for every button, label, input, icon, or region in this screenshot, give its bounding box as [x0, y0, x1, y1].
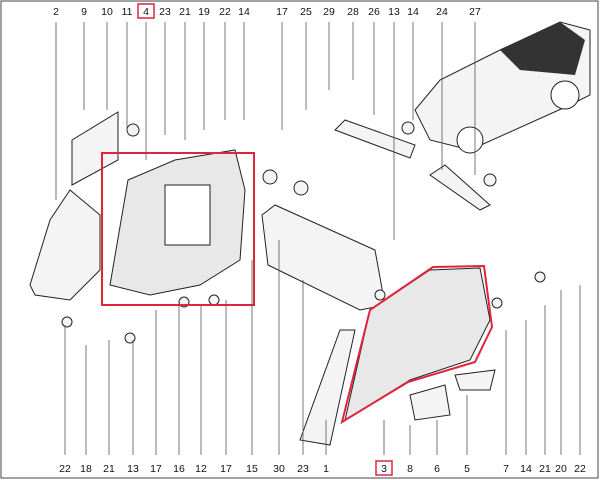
bottom-callout-label[interactable]: 12 — [195, 463, 207, 475]
bottom-callout-label[interactable]: 18 — [80, 463, 92, 475]
top-callout-label[interactable]: 13 — [388, 6, 400, 18]
bottom-callout-label[interactable]: 21 — [103, 463, 115, 475]
highlight-box-part-4 — [101, 152, 255, 306]
bottom-callout-label[interactable]: 8 — [407, 463, 413, 475]
top-callout-label[interactable]: 25 — [300, 6, 312, 18]
top-callout-label[interactable]: 23 — [159, 6, 171, 18]
top-callout-label[interactable]: 14 — [238, 6, 250, 18]
callout-highlight-box — [375, 460, 393, 476]
bottom-callout-label[interactable]: 30 — [273, 463, 285, 475]
top-callout-label[interactable]: 24 — [436, 6, 448, 18]
scuff-plate-26 — [334, 119, 416, 159]
bottom-callout-label[interactable]: 20 — [555, 463, 567, 475]
top-callout-label[interactable]: 22 — [219, 6, 231, 18]
bottom-callout-label[interactable]: 1 — [323, 463, 329, 475]
highlight-shape-part-3 — [340, 264, 494, 425]
storage-box-6 — [409, 369, 496, 421]
clips — [61, 121, 546, 344]
bottom-callout-label[interactable]: 15 — [246, 463, 258, 475]
bottom-callout-label[interactable]: 13 — [127, 463, 139, 475]
bottom-callout-label[interactable]: 22 — [574, 463, 586, 475]
top-callout-label[interactable]: 28 — [347, 6, 359, 18]
top-callout-label[interactable]: 10 — [101, 6, 113, 18]
vehicle-sketch — [414, 21, 591, 154]
top-callout-label[interactable]: 14 — [407, 6, 419, 18]
bottom-callout-label[interactable]: 7 — [503, 463, 509, 475]
bottom-callout-label[interactable]: 17 — [220, 463, 232, 475]
bottom-callout-label[interactable]: 17 — [150, 463, 162, 475]
bottom-callout-label[interactable]: 21 — [539, 463, 551, 475]
bottom-callout-label[interactable]: 5 — [464, 463, 470, 475]
top-callout-label[interactable]: 19 — [198, 6, 210, 18]
bottom-callout-label[interactable]: 16 — [173, 463, 185, 475]
top-callout-label[interactable]: 11 — [122, 6, 133, 18]
bracket-24 — [429, 164, 491, 211]
panel-9 — [71, 111, 119, 186]
bottom-callout-label[interactable]: 3 — [381, 463, 387, 475]
left-trim-panel-2 — [29, 189, 101, 301]
top-callout-label[interactable]: 21 — [179, 6, 191, 18]
bottom-callout-label[interactable]: 23 — [297, 463, 309, 475]
bottom-callout-label[interactable]: 22 — [59, 463, 71, 475]
top-callout-label[interactable]: 26 — [368, 6, 380, 18]
top-callout-label[interactable]: 2 — [53, 6, 59, 18]
top-callout-label[interactable]: 17 — [276, 6, 288, 18]
top-callout-label[interactable]: 4 — [143, 6, 149, 18]
callout-highlight-box — [137, 3, 155, 19]
bottom-callout-label[interactable]: 6 — [434, 463, 440, 475]
sill-trim-30 — [261, 204, 386, 311]
top-callout-label[interactable]: 27 — [469, 6, 481, 18]
rear-quarter-trim-left-4 — [109, 149, 246, 296]
top-callout-label[interactable]: 9 — [81, 6, 87, 18]
top-callout-label[interactable]: 29 — [323, 6, 335, 18]
bottom-callout-label[interactable]: 14 — [520, 463, 532, 475]
rear-quarter-trim-right-3 — [299, 267, 491, 446]
